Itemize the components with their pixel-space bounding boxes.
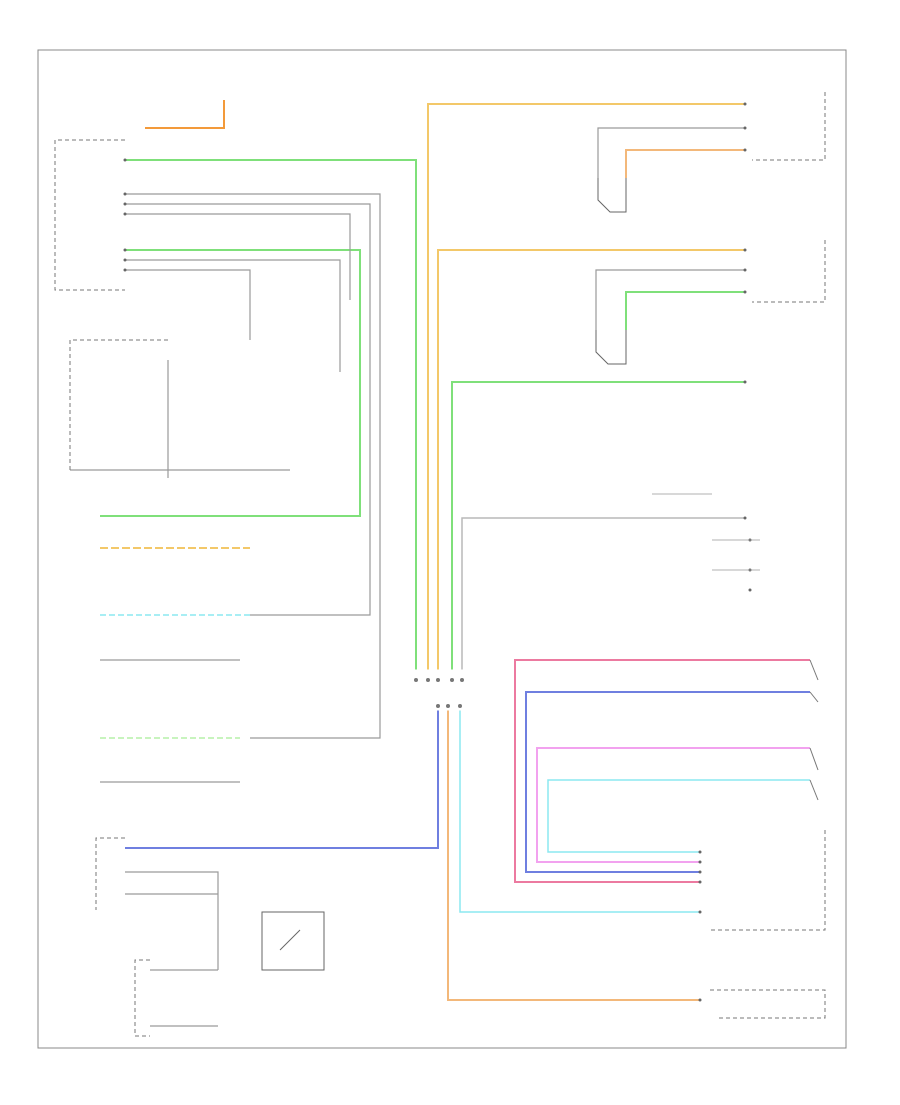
wire-blue-bottom-left xyxy=(125,710,439,849)
wire-yellow-mid-right xyxy=(437,249,745,670)
module-right-mid xyxy=(752,240,826,303)
misc-lines-right xyxy=(652,493,760,571)
relay-box-center xyxy=(261,911,325,971)
wire-green-left-to-connector xyxy=(125,159,417,670)
wire-green-mid-right xyxy=(451,381,745,670)
module-right-bottom xyxy=(710,830,826,1019)
wire-magenta-right xyxy=(536,747,810,863)
switch-box-left xyxy=(69,339,168,470)
switch-right-lower xyxy=(809,659,819,801)
wire-yellow-top-right xyxy=(427,103,745,670)
wire-gray-group-left xyxy=(70,127,745,1027)
module-bottom-left xyxy=(95,837,150,1037)
central-connector xyxy=(409,669,471,711)
wire-orange-top xyxy=(145,100,225,129)
wire-green-right-top xyxy=(625,291,745,330)
wire-orange-bottom xyxy=(447,710,700,1001)
wire-blue-right xyxy=(525,691,810,873)
switch-right-top xyxy=(597,178,627,213)
module-right-top xyxy=(752,92,826,161)
wire-cyan-right xyxy=(547,779,810,853)
wire-orange-right-top xyxy=(625,149,745,178)
wire-cyan-bottom xyxy=(459,710,700,913)
wire-green-left-mid xyxy=(100,249,361,517)
switch-right-mid xyxy=(595,330,627,365)
module-left-top xyxy=(54,139,125,291)
wire-red-right xyxy=(514,659,810,883)
diagram-border xyxy=(37,49,847,1049)
wire-gray-mid-right xyxy=(461,517,745,670)
